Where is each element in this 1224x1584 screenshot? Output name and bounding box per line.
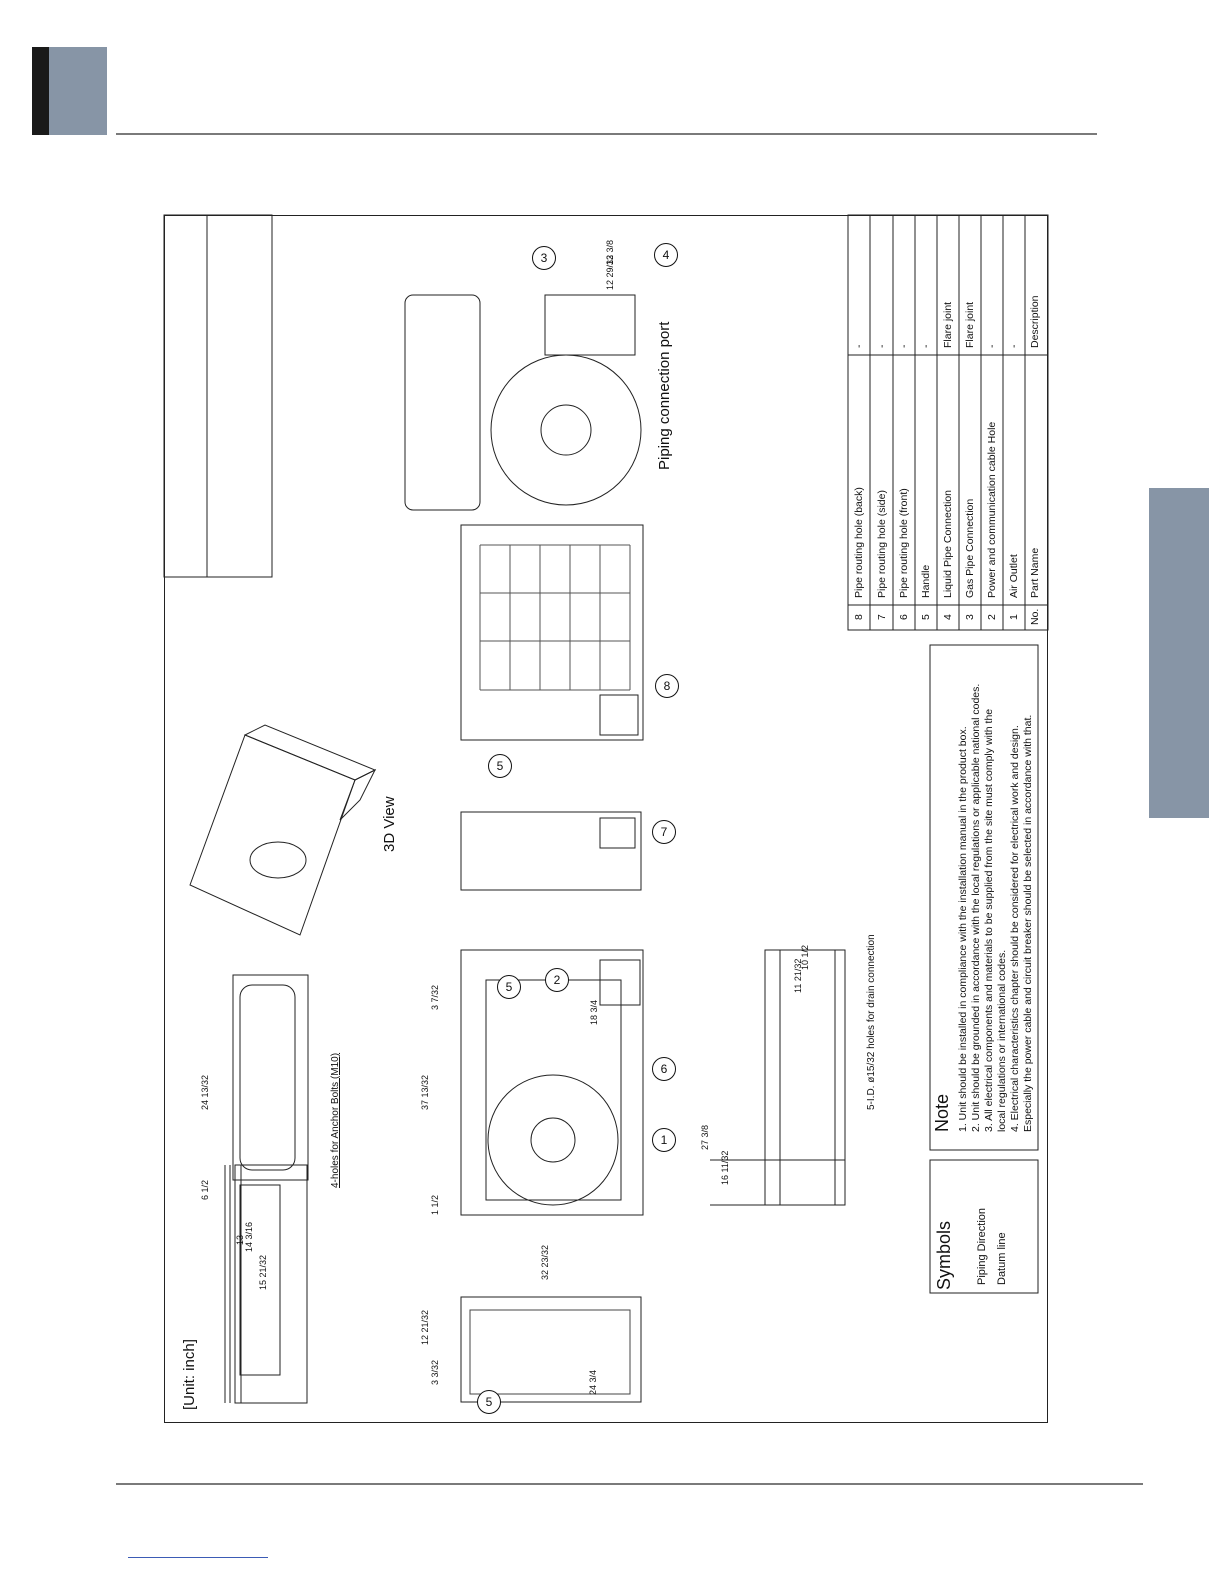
callout-7: 7 xyxy=(652,820,676,844)
dim-label: 10 1/2 xyxy=(800,944,810,970)
note-title: Note xyxy=(932,1093,952,1132)
parts-row-name: Pipe routing hole (back) xyxy=(853,487,865,598)
callout-6: 6 xyxy=(652,1057,676,1081)
symbol-piping-direction: Piping Direction xyxy=(976,1207,988,1285)
header-black-block xyxy=(32,47,49,135)
dim-label: 27 3/8 xyxy=(700,1124,710,1150)
parts-row-name: Pipe routing hole (front) xyxy=(898,488,910,598)
parts-row-no: 6 xyxy=(898,614,910,620)
dim-label: 3 3/32 xyxy=(430,1359,440,1385)
notes-box xyxy=(929,644,1039,1151)
parts-header-desc: Description xyxy=(1029,295,1041,348)
unit-label: [Unit: inch] xyxy=(181,1339,198,1410)
callout-5-front: 5 xyxy=(497,975,521,999)
note-line: 1. Unit should be installed in complianc… xyxy=(957,726,969,1132)
parts-row-desc: - xyxy=(1008,344,1020,349)
side-view-grill xyxy=(460,1296,642,1403)
parts-row-no: 3 xyxy=(964,614,976,620)
parts-row-name: Handle xyxy=(920,564,932,598)
top-view-right xyxy=(404,294,481,511)
parts-row-no: 2 xyxy=(986,614,998,620)
dim-label: 37 13/32 xyxy=(420,1074,430,1110)
dim-label: 16 11/32 xyxy=(720,1150,730,1185)
parts-row-desc: Flare joint xyxy=(964,301,976,348)
parts-row-no: 5 xyxy=(920,614,932,620)
parts-row-desc: - xyxy=(920,344,932,349)
callout-2: 2 xyxy=(545,968,569,992)
callout-1: 1 xyxy=(652,1128,676,1152)
plan-view-left xyxy=(234,1164,308,1404)
plan-view-top xyxy=(232,974,309,1181)
header-rule xyxy=(116,133,1097,135)
side-view xyxy=(460,811,642,891)
parts-row-no: 7 xyxy=(876,614,888,620)
callout-5-left: 5 xyxy=(477,1390,501,1414)
callout-3: 3 xyxy=(532,246,556,270)
drain-holes-label: 5-I.D. ø15/32 holes for drain connection xyxy=(866,934,877,1110)
parts-row-no: 8 xyxy=(853,614,865,620)
note-line: 2. Unit should be grounded in accordance… xyxy=(970,683,982,1132)
note-line: Especially the power cable and circuit b… xyxy=(1022,714,1034,1132)
dim-label: 12 21/32 xyxy=(420,1309,430,1345)
dim-label: 13 xyxy=(235,1234,245,1245)
parts-row-desc: - xyxy=(986,344,998,349)
3d-view-body xyxy=(189,734,356,936)
note-line: 3. All electrical components and materia… xyxy=(983,708,995,1132)
parts-row-desc: - xyxy=(898,344,910,349)
piping-port-label: Piping connection port xyxy=(656,321,673,470)
dim-label: 15 21/32 xyxy=(258,1254,268,1290)
parts-row-no: 4 xyxy=(942,614,954,620)
dim-label: 14 3/16 xyxy=(244,1221,254,1252)
header-grey-block xyxy=(49,47,107,135)
parts-header-name: Part Name xyxy=(1029,547,1041,598)
parts-row-desc: - xyxy=(876,344,888,349)
3d-view-label: 3D View xyxy=(381,796,398,852)
parts-row-name: Air Outlet xyxy=(1008,554,1020,598)
dim-label: 6 1/2 xyxy=(200,1179,210,1200)
anchor-bolt-label: 4-holes for Anchor Bolts (M10) xyxy=(330,1052,341,1188)
side-chapter-tab xyxy=(1149,488,1209,818)
dim-label: 32 23/32 xyxy=(540,1244,550,1280)
symbol-datum-line: Datum line xyxy=(996,1232,1008,1285)
parts-row-name: Liquid Pipe Connection xyxy=(942,490,954,598)
title-block xyxy=(163,214,273,578)
callout-8: 8 xyxy=(655,674,679,698)
symbols-title: Symbols xyxy=(934,1220,954,1290)
footer-rule xyxy=(116,1483,1143,1485)
dim-label: 18 3/4 xyxy=(589,999,599,1025)
dim-label: 24 13/32 xyxy=(200,1074,210,1110)
parts-header-no: No. xyxy=(1029,608,1041,625)
parts-row-name: Pipe routing hole (side) xyxy=(876,490,888,598)
parts-row-name: Power and communication cable Hole xyxy=(986,421,998,598)
dim-label: 3 7/32 xyxy=(430,984,440,1010)
parts-row-desc: - xyxy=(853,344,865,349)
base-view xyxy=(764,949,846,1206)
drawing-frame xyxy=(164,215,1048,1423)
parts-row-desc: Flare joint xyxy=(942,301,954,348)
callout-5-rear: 5 xyxy=(488,754,512,778)
rear-view xyxy=(460,524,644,741)
callout-4: 4 xyxy=(654,243,678,267)
parts-table-frame xyxy=(847,214,1049,631)
dim-label: 12 29/32 xyxy=(605,254,615,290)
footer-link-underline[interactable] xyxy=(128,1557,268,1558)
note-line: local regulations or international codes… xyxy=(996,949,1008,1132)
parts-row-name: Gas Pipe Connection xyxy=(964,498,976,598)
dim-label: 1 1/2 xyxy=(430,1194,440,1215)
front-view xyxy=(460,949,644,1216)
parts-row-no: 1 xyxy=(1008,614,1020,620)
dim-label: 24 3/4 xyxy=(588,1369,598,1395)
symbols-box xyxy=(929,1159,1039,1294)
note-line: 4. Electrical characteristics chapter sh… xyxy=(1009,725,1021,1132)
